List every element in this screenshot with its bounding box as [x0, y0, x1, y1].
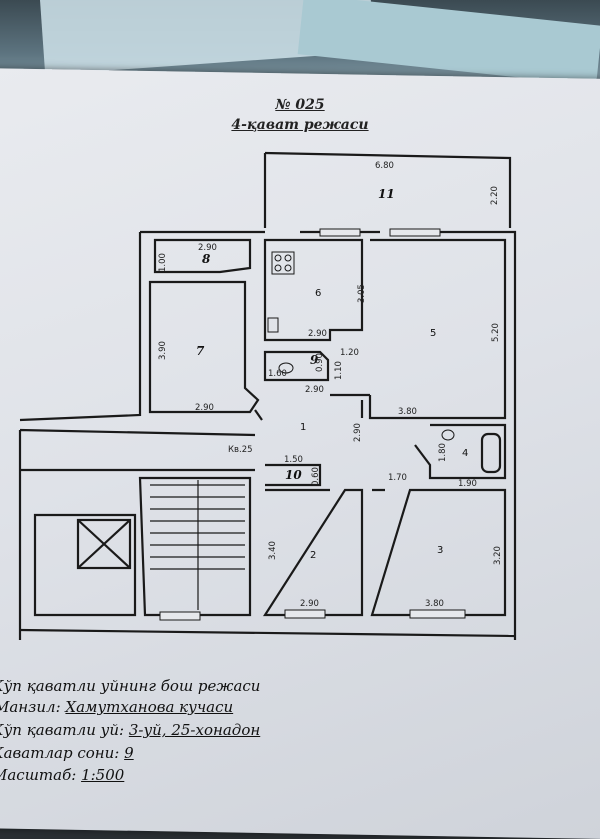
elevator-shaft	[33, 513, 137, 617]
dim-room5-width: 3.80	[398, 407, 417, 417]
corridor-wall	[18, 428, 256, 640]
apartment-label: Кв.25	[228, 445, 253, 455]
dim-room2-width: 2.90	[300, 599, 319, 609]
scale-label: Масштаб:	[0, 766, 77, 784]
dim-room6-height: 3.05	[357, 284, 367, 303]
dim-room7-height: 3.90	[158, 341, 168, 360]
dim-balcony-width: 6.80	[375, 161, 394, 171]
room-10-wall	[265, 463, 322, 487]
dim-room9-a: 0.90	[315, 353, 325, 372]
room-2-number: 2	[310, 550, 316, 561]
room-4-number: 4	[462, 448, 468, 459]
room-9-wall	[263, 350, 330, 382]
room-5-wall	[368, 238, 507, 420]
dim-corridor-width: 1.70	[388, 473, 407, 483]
document-number: № 025	[275, 97, 325, 113]
room-1-number: 1	[300, 422, 306, 433]
room-8-wall	[153, 238, 252, 274]
info-floors: Каватлар сони: 9	[0, 744, 134, 762]
dim-room3-width: 3.80	[425, 599, 444, 609]
dim-room10-width: 1.50	[284, 455, 303, 465]
stove-icon	[271, 251, 295, 275]
dim-balcony-height: 2.20	[490, 186, 500, 205]
room-3-number: 3	[437, 545, 443, 556]
room-7-wall	[148, 280, 260, 414]
room-2-wall	[262, 488, 364, 617]
room-6-wall	[263, 238, 364, 342]
dim-room8-width: 2.90	[198, 243, 217, 253]
room-9-number: 9	[310, 353, 319, 367]
outer-wall	[140, 230, 517, 640]
dim-room8-height: 1.00	[158, 253, 168, 272]
room-4-wall	[414, 423, 507, 480]
dim-room4-a: 1.80	[438, 443, 448, 462]
room-3-wall	[370, 488, 507, 617]
floors-value: 9	[124, 744, 134, 762]
stair-wall	[138, 476, 252, 617]
dim-room2-height: 3.40	[268, 541, 278, 560]
bathtub	[480, 432, 502, 474]
house-value: 3-уй, 25-хонадон	[128, 721, 261, 739]
room-7-number: 7	[196, 344, 205, 358]
info-scale: Масштаб: 1:500	[0, 766, 124, 784]
dim-room4-width: 1.90	[458, 479, 477, 489]
floors-label: Каватлар сони:	[0, 744, 120, 762]
address-label: Манзил:	[0, 698, 61, 716]
room-10-number: 10	[285, 468, 302, 482]
dim-room3-height: 3.20	[493, 546, 503, 565]
room-5-number: 5	[430, 328, 436, 339]
info-house: Кўп қаватли уй: 3-уй, 25-хонадон	[0, 721, 260, 739]
info-address: Манзил: Хамутханова кучаси	[0, 698, 233, 716]
room-8-number: 8	[202, 252, 211, 266]
sink-icon	[267, 317, 455, 441]
dim-room9-d: 1.10	[334, 361, 344, 380]
dim-room6-width: 2.90	[308, 329, 327, 339]
dim-room9-c: 1.60	[268, 369, 287, 379]
document-subtitle: 4-қават режаси	[231, 117, 369, 133]
scale-value: 1:500	[81, 766, 125, 784]
dim-hall-height: 2.90	[353, 423, 363, 442]
dim-room10-height: 0.60	[311, 467, 321, 486]
dim-hall-width: 2.90	[305, 385, 324, 395]
room-6-number: 6	[315, 288, 321, 299]
room-11-number: 11	[378, 187, 395, 201]
dim-room9-b: 1.20	[340, 348, 359, 358]
floor-plan: 11 8 7 6 9 5 1 4 10 2 3 Кв.25 6.80 2.20 …	[18, 151, 517, 640]
info-line-1: Кўп қаватли уйнинг бош режаси	[0, 677, 261, 695]
dim-room5-height: 5.20	[491, 323, 501, 342]
dim-room7-width: 2.90	[195, 403, 214, 413]
balcony-wall	[264, 151, 512, 228]
house-label: Кўп қаватли уй:	[0, 721, 125, 739]
address-value: Хамутханова кучаси	[65, 698, 234, 716]
